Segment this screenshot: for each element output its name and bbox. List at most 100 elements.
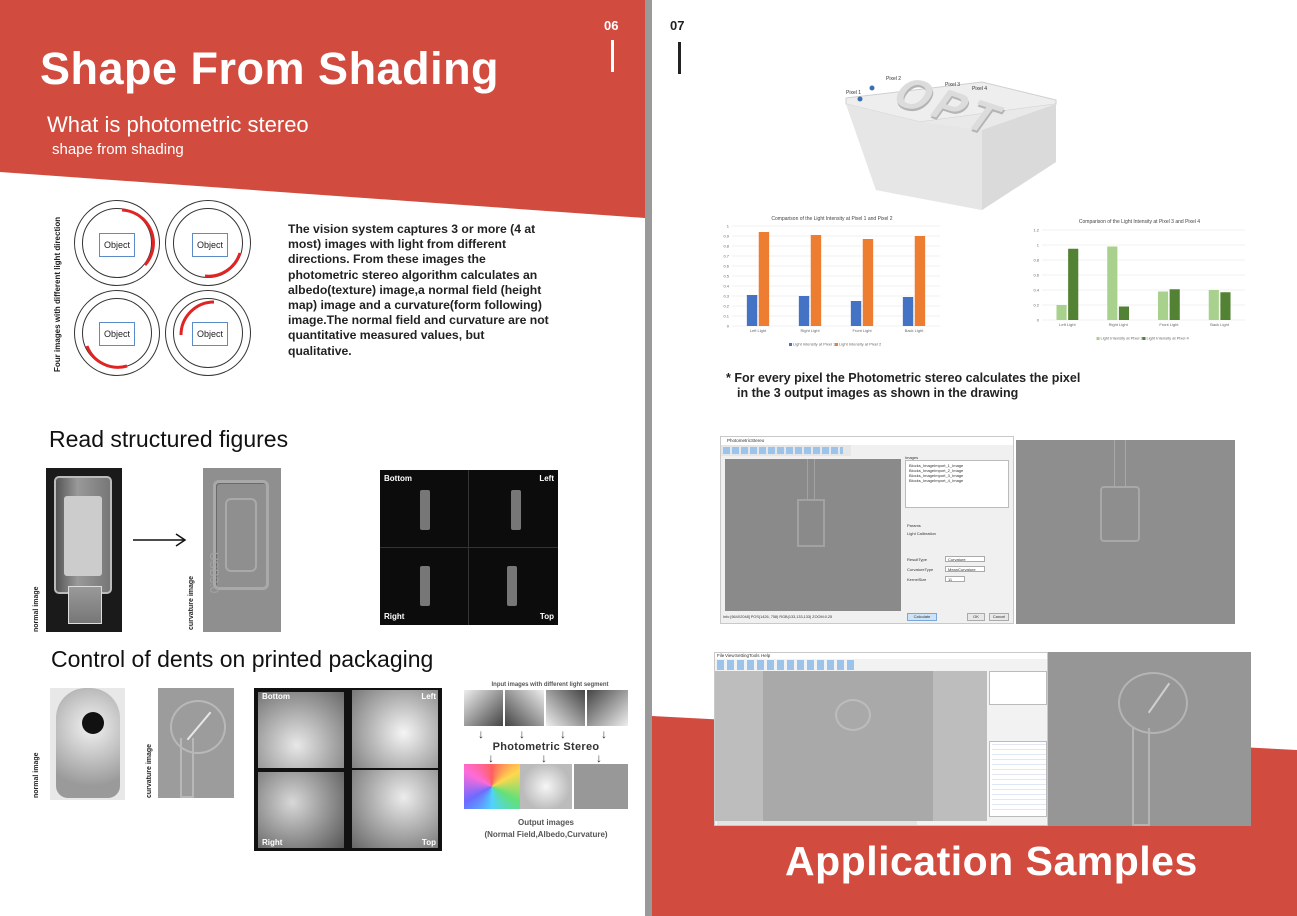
note-line-1: * For every pixel the Photometric stereo… [726, 371, 1081, 385]
image-list-item[interactable]: Blocks_ImageImport_1_Image [909, 463, 964, 468]
menu-help[interactable]: Help [761, 653, 771, 658]
diagram-circle-inner [173, 298, 243, 368]
left-page: 06 Shape From Shading What is photometri… [0, 0, 645, 916]
y-tick-label: 0.6 [723, 264, 729, 269]
curvature-type-select[interactable]: MeanCurvature [945, 566, 985, 572]
window-title: PhotometricStereo [721, 437, 1013, 445]
y-tick-label: 0 [727, 324, 730, 329]
light-arc-bottom [204, 252, 242, 278]
legend-label: Light Intensity at Pixel 2 [839, 342, 882, 347]
quad-label-left: Left [539, 474, 554, 483]
toolbar [717, 660, 857, 670]
chart-bar [902, 297, 914, 326]
quad-label-top: Top [539, 612, 554, 621]
section-heading-dents: Control of dents on printed packaging [51, 646, 434, 672]
page-number: 06 [604, 18, 619, 33]
y-tick-label: 0.5 [723, 274, 729, 279]
description-text: The vision system captures 3 or more (4 … [288, 222, 549, 358]
arrow-right-icon [133, 533, 187, 547]
diagram-circle-inner [82, 208, 152, 278]
legend-swatch [835, 343, 838, 346]
image-list-item[interactable]: Blocks_ImageImport_3_Image [909, 473, 964, 478]
inspection-viewport [715, 671, 987, 821]
arrow-down-icon: ↓ [519, 727, 525, 741]
result-type-select[interactable]: Curvature [945, 556, 985, 562]
arrow-down-icon: ↓ [541, 751, 547, 765]
chart-bar [1068, 248, 1079, 320]
cancel-button[interactable]: Cancel [989, 613, 1009, 621]
quad-label-right: Right [384, 612, 405, 621]
chart-bar [1157, 291, 1169, 320]
y-tick-label: 0 [1037, 318, 1040, 323]
dent-curvature-result-image [1048, 652, 1251, 826]
y-tick-label: 0.6 [1033, 273, 1039, 278]
arrow-down-icon: ↓ [478, 727, 484, 741]
curvature-output [574, 764, 628, 809]
menu-view[interactable]: View [725, 653, 735, 658]
light-arc-top [179, 300, 215, 336]
note-line-2: in the 3 output images as shown in the d… [737, 386, 1019, 400]
process-label: Photometric Stereo [492, 741, 600, 753]
menu-tools[interactable]: Tools [749, 653, 760, 658]
right-page: 07 OPT Pixel 1 Pixel 2 Pixel 3 Pixel 4 C… [652, 0, 1297, 916]
kernel-size-stepper[interactable]: 11 [945, 576, 965, 582]
y-tick-label: 0.4 [723, 284, 729, 289]
chart-bar [746, 295, 758, 326]
pixel-label-2: Pixel 2 [886, 76, 902, 82]
image-list-item[interactable]: Blocks_ImageImport_2_Image [909, 468, 964, 473]
y-tick-label: 1 [727, 224, 730, 229]
y-tick-label: 1 [1037, 243, 1040, 248]
image-list-item[interactable]: Blocks_ImageImport_4_Image [909, 478, 964, 483]
legend-swatch [1096, 337, 1100, 340]
normal-field-output [464, 764, 520, 809]
y-tick-label: 0.8 [723, 244, 729, 249]
chart-bar [798, 296, 810, 326]
arrow-down-icon: ↓ [596, 751, 602, 765]
menu-setting[interactable]: Setting [735, 653, 750, 658]
earbud-normal-image [50, 688, 125, 800]
arrow-down-icon: ↓ [488, 751, 494, 765]
object-box: Object [192, 233, 228, 257]
output-images-caption: Output images [517, 818, 574, 827]
menu-file[interactable]: File [717, 653, 725, 658]
status-bar: Info [664X2048] POS(1426, 758) RGB(133,1… [723, 615, 833, 619]
normal-image-label-2: normal image [33, 752, 40, 798]
opt-box-illustration [845, 81, 1057, 210]
chart-bar [1118, 306, 1130, 320]
chart-bar [850, 301, 862, 326]
quad-label-right-2: Right [262, 838, 283, 847]
usb-normal-image [46, 468, 122, 632]
y-tick-label: 0.4 [1033, 288, 1039, 293]
diagram-circle [74, 290, 160, 376]
light-calibration-checkbox[interactable]: Light Calibration [907, 531, 936, 536]
menu-bar: File View Setting Tools Help [715, 653, 1047, 659]
page-number: 07 [670, 18, 685, 33]
red-header-band [0, 0, 645, 218]
chart-bar [1056, 305, 1067, 320]
page-subtitle: What is photometric stereo [47, 112, 309, 137]
param-label: ResultType [907, 557, 928, 562]
quad-label-top-2: Top [421, 838, 436, 847]
section-heading-structured: Read structured figures [49, 426, 289, 452]
legend-swatch [1142, 337, 1146, 340]
y-tick-label: 0.7 [723, 254, 729, 259]
legend-label: Light Intensity at Pixel 3 [1101, 336, 1144, 341]
chart-bar [862, 239, 874, 326]
light-arc-right [121, 208, 155, 267]
param-label: CurvatureType [907, 567, 934, 572]
application-samples-title: Application Samples [785, 838, 1198, 884]
calculate-button[interactable]: Calculate [907, 613, 937, 621]
x-tick-label: Left Light [750, 328, 767, 333]
curvature-image-label: curvature image [188, 575, 195, 630]
x-tick-label: Back Light [1210, 322, 1230, 327]
x-tick-label: Front Light [852, 328, 872, 333]
pixel-label-4: Pixel 4 [972, 86, 988, 92]
ok-button[interactable]: OK [967, 613, 985, 621]
chart-bar [1220, 292, 1231, 320]
object-box: Object [99, 233, 135, 257]
y-tick-label: 0.9 [723, 234, 729, 239]
pixel-label-1: Pixel 1 [846, 90, 862, 96]
legend-swatch [789, 343, 792, 346]
quad-label-left-2: Left [421, 692, 436, 701]
